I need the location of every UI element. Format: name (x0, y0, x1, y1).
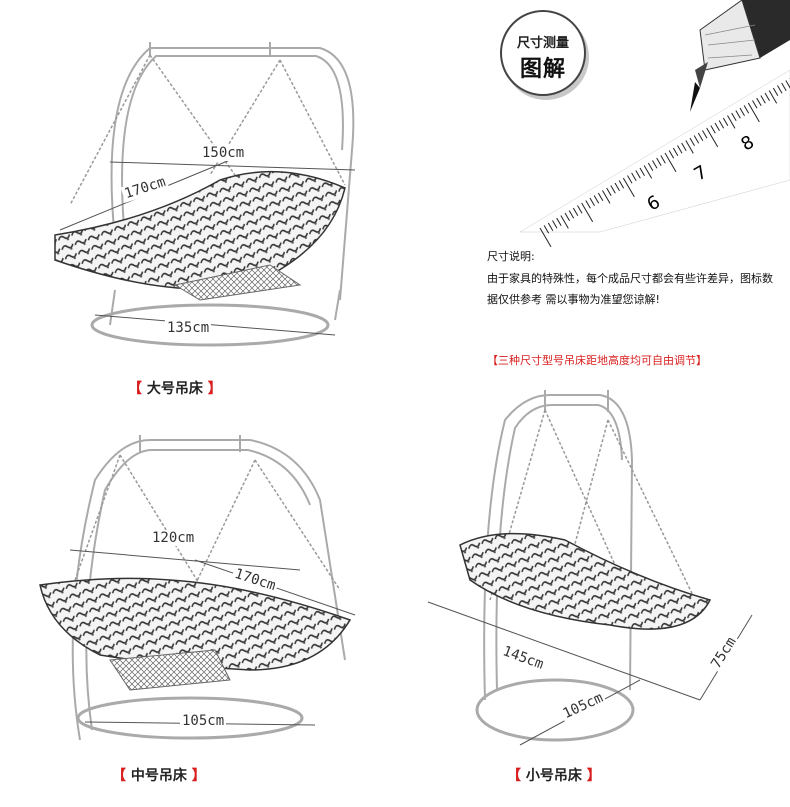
ruler-tick (610, 185, 616, 194)
ruler-tick (681, 142, 687, 151)
ruler-tick (706, 127, 719, 148)
ruler-tick (739, 107, 745, 116)
ruler-tick (743, 105, 750, 114)
medium-hammock-drawing (71, 435, 346, 741)
large-hammock-net (173, 264, 302, 301)
ruler-tick (764, 92, 770, 101)
ruler-tick (660, 155, 666, 164)
medium-caption-text: 中号吊床 (130, 768, 187, 784)
ruler-tick (602, 190, 611, 204)
badge-line2: 图解 (519, 57, 566, 82)
ruler-tick (589, 197, 595, 206)
ruler-tick (581, 202, 594, 223)
ruler-tick (772, 87, 779, 96)
ruler-tick (668, 150, 675, 159)
ruler-tick (697, 132, 704, 141)
ruler-tick (572, 207, 579, 216)
ruler-tick (556, 217, 562, 226)
ruler-tick (647, 162, 654, 171)
ruler-tick (547, 222, 554, 231)
measurement-badge: 尺寸测量 图解 (500, 10, 586, 96)
medium-caption-open: 【 (112, 768, 126, 784)
ruler-tick (585, 200, 591, 209)
ruler-tick (756, 97, 762, 106)
medium-hammock-net (109, 649, 231, 691)
ruler-tick (710, 125, 716, 134)
ruler-tick (593, 195, 600, 204)
ruler-tick (752, 100, 758, 109)
ruler-tick (560, 215, 569, 229)
ruler-tick (714, 122, 720, 131)
ruler-tick (639, 167, 645, 176)
medium-width-top: 120cm (150, 530, 197, 546)
ruler-tick (672, 147, 679, 156)
ruler-tick (622, 177, 635, 198)
large-caption-open: 【 (128, 381, 142, 397)
ruler-tick (614, 182, 620, 191)
large-caption-text: 大号吊床 (146, 381, 203, 397)
small-dimension-lines (427, 601, 753, 746)
ruler-tick (577, 205, 583, 214)
ruler-tick (631, 172, 637, 181)
small-hammock-caption: 【 小号吊床 】 (507, 765, 601, 785)
large-hammock-caption: 【 大号吊床 】 (128, 378, 222, 398)
large-width-top: 150cm (200, 145, 247, 161)
ruler-tick (689, 137, 695, 146)
ruler-tick (597, 192, 604, 201)
small-caption-open: 【 (507, 768, 521, 784)
ruler-tick (627, 175, 633, 184)
ruler-tick (568, 210, 575, 219)
ruler-tick (768, 90, 778, 104)
large-caption-close: 】 (207, 381, 222, 397)
ruler-tick (781, 82, 787, 91)
ruler-tick (685, 140, 694, 154)
ruler-tick (747, 102, 760, 123)
large-hammock-seat (54, 170, 346, 290)
ruler-tick (677, 145, 683, 154)
ruler-tick (718, 120, 725, 129)
badge-line1: 尺寸测量 (516, 36, 569, 51)
ruler-tick (702, 130, 708, 139)
ruler-tick (606, 187, 612, 196)
height-adjust-note: 【三种尺寸型号吊床距地高度均可自由调节】 (487, 354, 707, 367)
ruler-tick (635, 170, 641, 179)
ruler-tick (693, 135, 700, 144)
ruler-tick (552, 220, 558, 229)
medium-base-width: 105cm (180, 713, 227, 729)
pencil-icon (690, 0, 790, 112)
ruler-tick (777, 85, 783, 94)
ruler-tick (652, 160, 658, 169)
medium-caption-close: 】 (191, 768, 206, 784)
ruler-tick (564, 212, 570, 221)
ruler-tick (539, 227, 552, 248)
ruler (519, 69, 790, 248)
notes-body: 由于家具的特殊性，每个成品尺寸都会有些许差异，图标数据仅供参考 需以事物为准望您… (487, 272, 773, 306)
small-hammock-seat (459, 532, 712, 630)
ruler-tick (656, 157, 662, 166)
ruler-tick (731, 112, 737, 121)
ruler-tick (643, 165, 653, 179)
notes-title: 尺寸说明: (487, 250, 535, 263)
ruler-tick (722, 117, 729, 126)
ruler-tick (760, 95, 766, 104)
medium-hammock-seat (39, 577, 352, 671)
large-base-width: 135cm (165, 320, 212, 336)
ruler-tick (618, 180, 625, 189)
ruler-tick (735, 110, 741, 119)
ruler-tick (543, 225, 550, 234)
ruler-tick (727, 115, 736, 129)
small-caption-text: 小号吊床 (525, 768, 582, 784)
small-caption-close: 】 (586, 768, 601, 784)
ruler-tick (664, 152, 677, 173)
medium-hammock-caption: 【 中号吊床 】 (112, 765, 206, 785)
large-hammock-drawing (69, 42, 355, 347)
